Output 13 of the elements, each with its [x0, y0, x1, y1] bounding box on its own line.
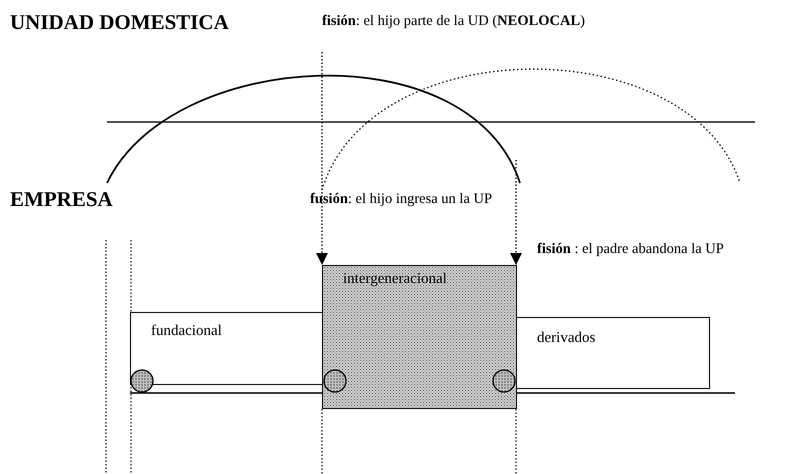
- annotation-text: fisión: el hijo parte de la UD (NEOLOCAL): [322, 13, 586, 30]
- process-box: [322, 265, 517, 409]
- annotation-text: fusión: el hijo ingresa un la UP: [310, 191, 492, 208]
- annotation-text: fisión : el padre abandona la UP: [537, 241, 724, 258]
- section-heading: EMPRESA: [10, 187, 113, 212]
- box-label: derivados: [537, 330, 596, 347]
- process-box: [516, 317, 710, 389]
- section-heading: UNIDAD DOMESTICA: [10, 10, 229, 35]
- process-box: [130, 312, 323, 385]
- arrow: [510, 160, 522, 265]
- box-label: fundacional: [151, 323, 222, 340]
- arrow: [316, 52, 328, 265]
- box-label: intergeneracional: [343, 271, 447, 288]
